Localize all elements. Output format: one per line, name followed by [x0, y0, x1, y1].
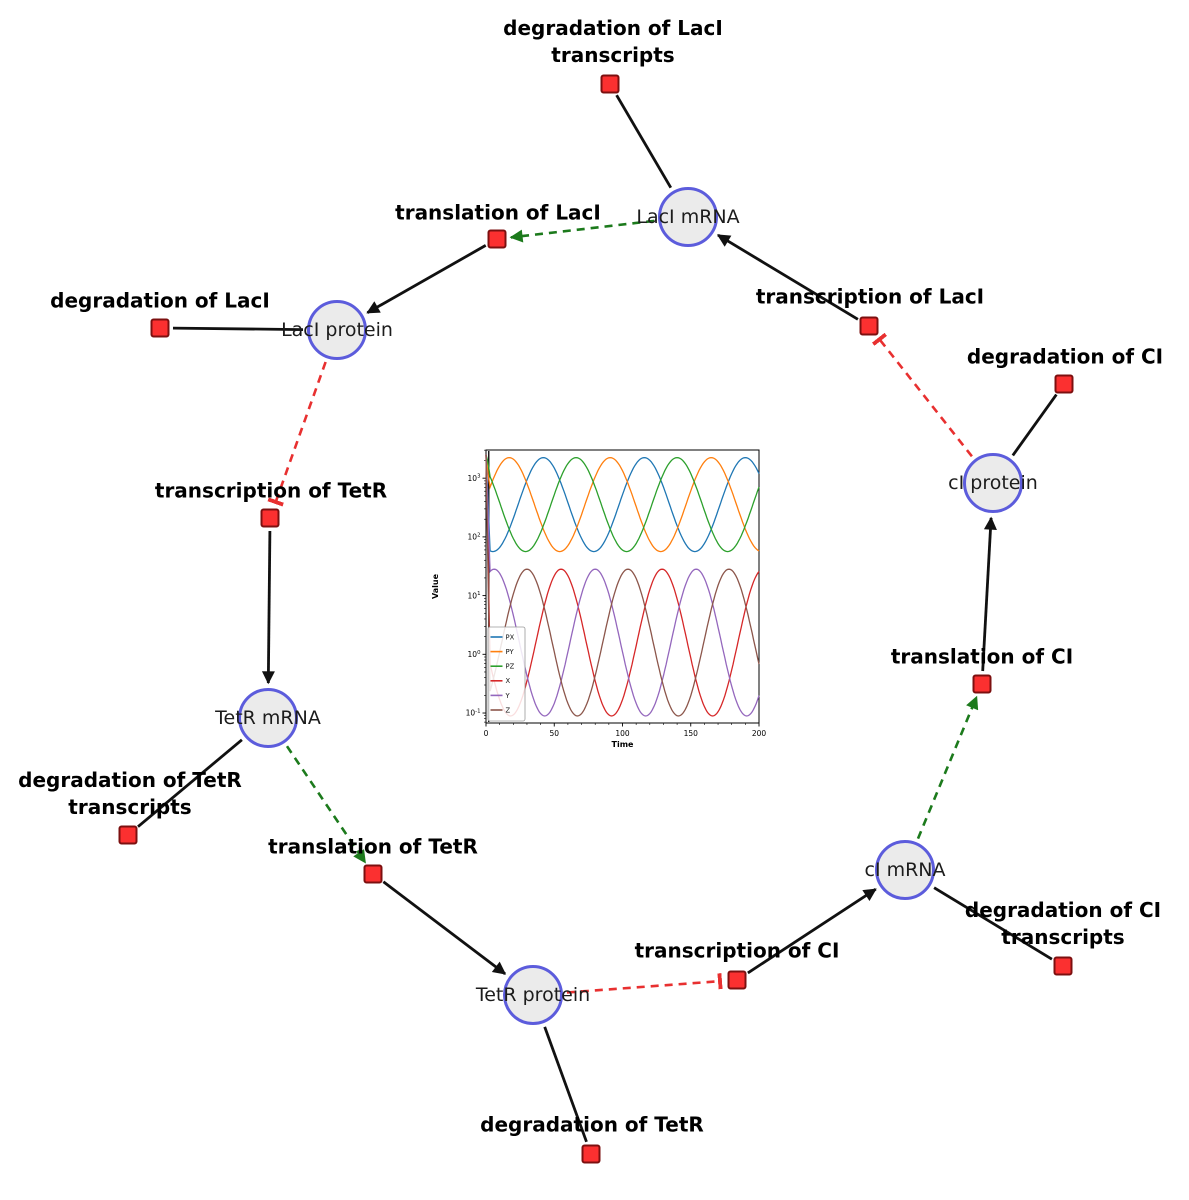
- edge-modifier-tetr_mrna-to-transl_tetr: [285, 745, 367, 864]
- legend-label-PY: PY: [506, 648, 515, 656]
- edge-product-txn_tetr-to-tetr_mrna: [261, 530, 275, 685]
- y-tick-label: 102: [468, 532, 481, 541]
- y-tick-label: 100: [468, 650, 482, 659]
- edge-reactant-tetr_mrna-to-deg_tetr_tx: [137, 738, 243, 828]
- x-tick-label: 50: [549, 729, 559, 738]
- series-PZ: [485, 454, 760, 553]
- edge-inhibitor-laci_protein-to-txn_tetr: [267, 361, 327, 507]
- x-tick-label: 150: [684, 729, 699, 738]
- chart-series: [485, 454, 760, 717]
- series-Z: [485, 454, 760, 717]
- y-tick-label: 10-1: [466, 709, 481, 718]
- y-tick-label: 101: [468, 591, 481, 600]
- series-PY: [485, 454, 760, 553]
- edge-product-transl_ci-to-ci_protein: [981, 516, 997, 672]
- legend-label-X: X: [506, 677, 511, 685]
- edge-inhibitor-ci_protein-to-txn_laci: [871, 332, 973, 458]
- x-axis-title: Time: [612, 740, 635, 749]
- legend-label-PX: PX: [506, 633, 515, 641]
- edge-product-transl_laci-to-laci_protein: [366, 244, 487, 314]
- x-tick-label: 200: [752, 729, 767, 738]
- legend-label-Y: Y: [505, 692, 511, 700]
- edge-modifier-ci_mrna-to-transl_ci: [916, 695, 979, 840]
- edge-reactant-ci_protein-to-deg_ci: [1011, 393, 1058, 457]
- series-PX: [485, 454, 760, 553]
- edge-product-txn_laci-to-laci_mrna: [716, 233, 859, 321]
- edge-product-txn_ci-to-ci_mrna: [747, 888, 877, 975]
- x-tick-label: 0: [484, 729, 489, 738]
- y-tick-label: 103: [468, 474, 481, 483]
- edge-product-transl_tetr-to-tetr_protein: [382, 880, 507, 976]
- chart-legend: PX PY PZ XYZ: [487, 626, 526, 722]
- edge-reactant-ci_mrna-to-deg_ci_tx: [933, 886, 1053, 961]
- x-tick-label: 100: [615, 729, 630, 738]
- edge-reactant-laci_protein-to-deg_laci: [172, 326, 304, 331]
- edge-reactant-tetr_protein-to-deg_tetr: [543, 1026, 588, 1143]
- edge-inhibitor-tetr_protein-to-txn_ci: [566, 973, 723, 994]
- edge-reactant-laci_mrna-to-deg_laci_tx: [615, 94, 673, 189]
- series-X: [485, 454, 760, 717]
- edge-modifier-laci_mrna-to-transl_laci: [509, 219, 655, 243]
- legend-label-PZ: PZ: [506, 663, 515, 671]
- series-Y: [485, 454, 760, 717]
- legend-label-Z: Z: [506, 706, 511, 714]
- y-axis-title: Value: [431, 573, 440, 599]
